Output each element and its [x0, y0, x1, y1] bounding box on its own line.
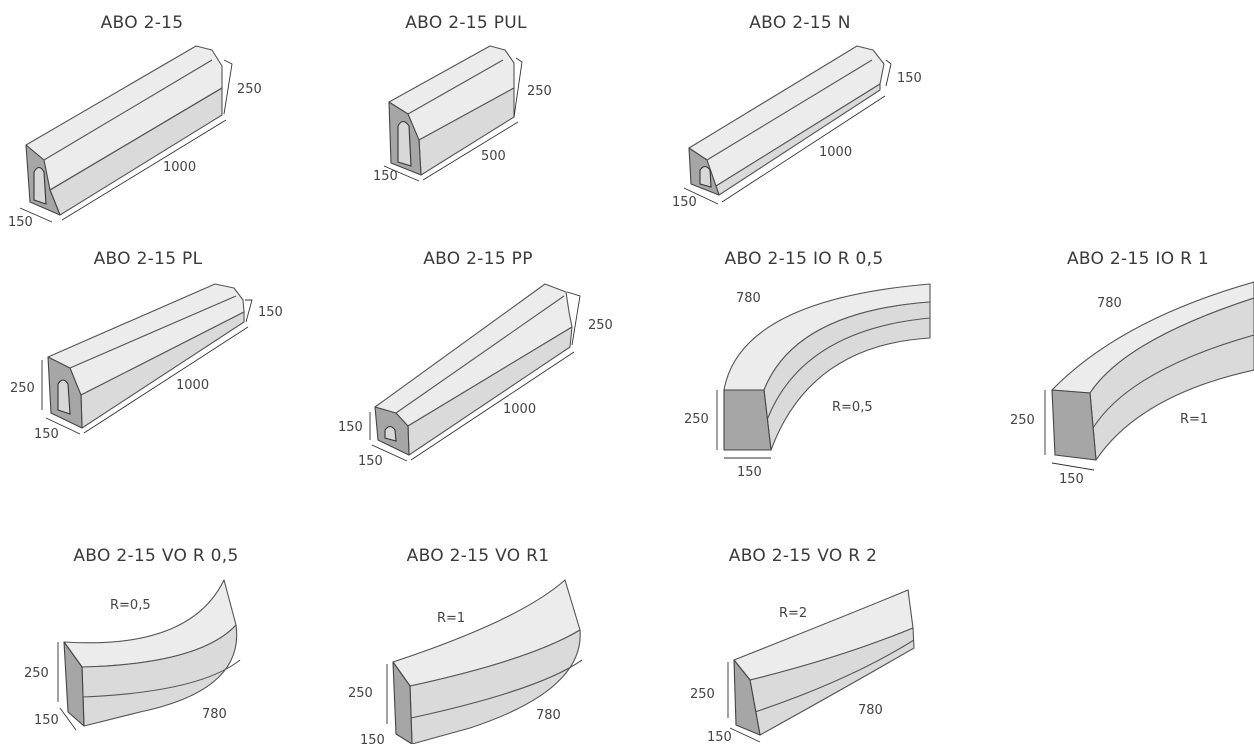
curb-drawing — [1051, 281, 1254, 461]
dim-width: 150 — [373, 169, 398, 184]
dim-height: 250 — [690, 687, 715, 702]
dim-length: 1000 — [176, 378, 209, 393]
dimension-lines — [716, 390, 771, 459]
dim-height-end: 250 — [588, 318, 613, 333]
curb-drawing — [47, 283, 245, 429]
dim-width: 150 — [1059, 472, 1084, 487]
dim-width: 150 — [707, 730, 732, 744]
dim-width: 150 — [8, 215, 33, 230]
item-abo-2-15-n: ABO 2-15 N 150 1000 150 — [672, 13, 922, 210]
curb-drawing — [733, 589, 915, 736]
item-title: ABO 2-15 N — [749, 13, 850, 33]
item-title: ABO 2-15 PP — [423, 249, 533, 269]
item-title: ABO 2-15 VO R 2 — [729, 546, 877, 566]
dim-height: 250 — [237, 82, 262, 97]
dim-height: 250 — [348, 686, 373, 701]
dim-width: 150 — [672, 195, 697, 210]
dim-length: 780 — [858, 703, 883, 718]
item-abo-2-15-pp: ABO 2-15 PP 250 1000 150 150 — [338, 249, 613, 469]
dim-radius: R=2 — [779, 606, 807, 621]
dimension-lines — [383, 57, 523, 182]
dim-length: 1000 — [163, 160, 196, 175]
item-title: ABO 2-15 PUL — [405, 13, 527, 33]
dim-height: 250 — [10, 381, 35, 396]
dim-height-end: 150 — [258, 305, 283, 320]
dim-width: 150 — [34, 713, 59, 728]
item-abo-2-15-vo-r1: ABO 2-15 VO R1 R=1 250 780 150 — [348, 546, 583, 744]
dim-length: 1000 — [819, 145, 852, 160]
dimension-lines — [683, 59, 892, 205]
item-abo-2-15-vo-r-2: ABO 2-15 VO R 2 R=2 250 780 150 — [690, 546, 915, 744]
dim-height: 150 — [338, 420, 363, 435]
curb-drawing — [25, 45, 223, 216]
dim-height: 150 — [897, 71, 922, 86]
curb-drawing — [63, 579, 241, 727]
dimension-lines — [41, 299, 253, 435]
item-title: ABO 2-15 IO R 1 — [1067, 249, 1209, 269]
item-abo-2-15-vo-r-0-5: ABO 2-15 VO R 0,5 R=0,5 250 780 150 — [24, 546, 241, 731]
dimension-lines — [19, 59, 233, 223]
item-abo-2-15-pl: ABO 2-15 PL 150 1000 250 150 — [10, 249, 283, 442]
dim-height: 250 — [684, 412, 709, 427]
dim-length: 780 — [202, 707, 227, 722]
item-abo-2-15: ABO 2-15 250 1000 150 — [8, 13, 262, 230]
curb-drawing — [723, 283, 931, 451]
dim-length: 780 — [536, 708, 561, 723]
dim-height: 250 — [1010, 413, 1035, 428]
dimension-lines — [369, 291, 581, 462]
dim-radius: R=0,5 — [110, 598, 151, 613]
item-title: ABO 2-15 — [101, 13, 184, 33]
dim-width: 150 — [34, 427, 59, 442]
dim-height: 250 — [527, 84, 552, 99]
dim-radius: R=0,5 — [832, 400, 873, 415]
dim-length: 780 — [1097, 296, 1122, 311]
dimension-lines — [1044, 390, 1095, 471]
dim-radius: R=1 — [1180, 412, 1208, 427]
dim-length: 1000 — [503, 402, 536, 417]
item-abo-2-15-io-r-1: ABO 2-15 IO R 1 780 R=1 250 150 — [1010, 249, 1254, 487]
dim-width: 150 — [737, 465, 762, 480]
dimension-lines — [727, 662, 761, 743]
item-title: ABO 2-15 VO R 0,5 — [73, 546, 238, 566]
dim-length: 780 — [736, 291, 761, 306]
dim-height: 250 — [24, 666, 49, 681]
dimension-lines — [57, 642, 77, 731]
curb-drawing — [374, 283, 573, 456]
item-title: ABO 2-15 PL — [94, 249, 203, 269]
curb-drawing — [388, 45, 515, 176]
curb-drawing — [688, 45, 885, 196]
dim-width: 150 — [358, 454, 383, 469]
dim-radius: R=1 — [437, 611, 465, 626]
curb-drawing — [392, 579, 583, 744]
dim-length: 500 — [481, 149, 506, 164]
item-title: ABO 2-15 IO R 0,5 — [725, 249, 884, 269]
item-abo-2-15-io-r-0-5: ABO 2-15 IO R 0,5 780 R=0,5 250 150 — [684, 249, 931, 480]
item-title: ABO 2-15 VO R1 — [407, 546, 550, 566]
dim-width: 150 — [360, 733, 385, 744]
item-abo-2-15-pul: ABO 2-15 PUL 250 500 150 — [373, 13, 552, 184]
